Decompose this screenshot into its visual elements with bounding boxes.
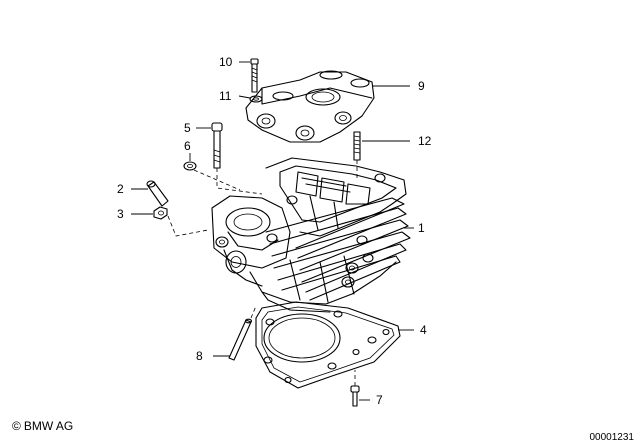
callout-12: 12 bbox=[418, 134, 432, 148]
copyright-text: BMW AG bbox=[23, 419, 74, 433]
assembly-line-washer bbox=[193, 169, 241, 191]
callout-11: 11 bbox=[219, 89, 232, 103]
washer-part-11[interactable] bbox=[249, 95, 263, 103]
callout-6: 6 bbox=[184, 139, 191, 153]
copyright-icon: © bbox=[12, 419, 21, 433]
stud-part-12[interactable] bbox=[353, 131, 361, 161]
callout-7: 7 bbox=[376, 393, 383, 407]
callout-9: 9 bbox=[418, 79, 425, 93]
sleeve-part-2[interactable] bbox=[146, 180, 169, 207]
callout-4: 4 bbox=[420, 323, 427, 337]
screw-part-10[interactable] bbox=[250, 58, 259, 93]
bolt-part-5[interactable] bbox=[211, 122, 223, 169]
cylinder-head-part[interactable] bbox=[211, 157, 411, 313]
callout-1: 1 bbox=[418, 221, 425, 235]
callout-5: 5 bbox=[184, 121, 191, 135]
assembly-line-pin bbox=[250, 305, 257, 319]
bolt-part-7[interactable] bbox=[350, 385, 360, 407]
nut-part-3[interactable] bbox=[153, 206, 168, 220]
assembly-line-bolt bbox=[216, 168, 263, 195]
head-gasket-part[interactable] bbox=[255, 301, 401, 389]
assembly-line-sleeve bbox=[167, 215, 209, 237]
copyright-notice: ©BMW AG bbox=[12, 419, 73, 433]
leader-lines bbox=[131, 61, 414, 401]
callout-3: 3 bbox=[117, 207, 124, 221]
document-number: 00001231 bbox=[589, 432, 635, 443]
callout-10: 10 bbox=[219, 55, 233, 69]
callout-8: 8 bbox=[196, 349, 203, 363]
washer-part-6[interactable] bbox=[183, 161, 197, 171]
callout-2: 2 bbox=[117, 182, 124, 196]
pin-part-8[interactable] bbox=[228, 318, 253, 361]
rocker-bridge-part[interactable] bbox=[245, 70, 375, 143]
